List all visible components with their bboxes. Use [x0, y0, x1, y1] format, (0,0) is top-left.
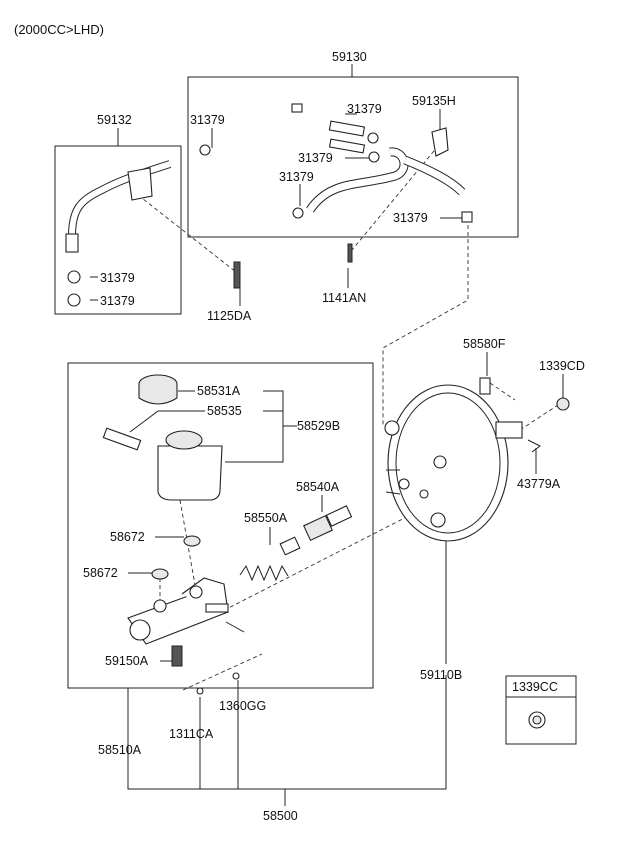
- check-valve-body-2: [328, 138, 366, 154]
- label-58529B: 58529B: [297, 419, 340, 433]
- reservoir-tank: [157, 445, 223, 501]
- grommet-a: [183, 535, 201, 547]
- clamp-lower: [292, 207, 304, 219]
- hose-bracket-59135H: [431, 127, 449, 157]
- grommet-b: [151, 568, 169, 580]
- clamp-31379g: [67, 293, 81, 307]
- level-sensor: [102, 427, 142, 451]
- dash-58580F: [489, 382, 516, 401]
- label-1339CC: 1339CC: [512, 680, 558, 694]
- clamp-right: [461, 211, 473, 223]
- label-58672-b: 58672: [83, 566, 118, 580]
- label-1141AN: 1141AN: [322, 291, 366, 305]
- label-31379-f: 31379: [100, 271, 135, 285]
- leader-58535: [129, 410, 205, 433]
- label-58540A: 58540A: [296, 480, 340, 494]
- label-59110B: 59110B: [420, 668, 462, 682]
- dash-1141AN: [351, 139, 444, 251]
- master-cylinder-box: [67, 362, 374, 689]
- label-59130: 59130: [332, 50, 367, 64]
- leader-58529B-bracket: [225, 390, 284, 463]
- dash-bolts: [182, 653, 263, 691]
- label-59135H: 59135H: [412, 94, 456, 108]
- bolt-cylinder: [225, 621, 245, 633]
- label-58580F: 58580F: [463, 337, 506, 351]
- dash-cyl-booster: [204, 504, 431, 621]
- hose-clamp-mid: [367, 132, 379, 144]
- dash-1125DA: [137, 194, 237, 273]
- label-31379-d: 31379: [279, 170, 314, 184]
- clamp-31379f: [67, 270, 81, 284]
- label-43779A: 43779A: [517, 477, 561, 491]
- pin-43779A: [527, 439, 541, 453]
- vacuum-bracket: [127, 167, 153, 201]
- label-1360GG: 1360GG: [219, 699, 266, 713]
- reservoir-cap-body: [138, 384, 178, 405]
- reservoir-neck: [165, 430, 203, 450]
- label-58672-a: 58672: [110, 530, 145, 544]
- nut-box-1339CC: [505, 675, 577, 745]
- label-31379-a: 31379: [190, 113, 225, 127]
- dash-1339CD: [519, 404, 559, 431]
- brake-booster: [384, 384, 523, 542]
- clevis-pin-58580F: [479, 377, 491, 395]
- dash-hose-to-booster: [382, 225, 469, 425]
- seal-58540A: [303, 505, 353, 542]
- label-59150A: 59150A: [105, 654, 149, 668]
- check-valve-body: [328, 120, 366, 137]
- vacuum-hose-end: [65, 233, 79, 253]
- leader-58500-bracket: [127, 675, 447, 790]
- bolt-1125DA: [233, 261, 241, 289]
- washer-1311CA: [196, 687, 204, 695]
- master-cylinder: [127, 577, 229, 645]
- label-59132: 59132: [97, 113, 132, 127]
- hose-clamp-mid2: [368, 151, 380, 163]
- variant-title: (2000CC>LHD): [14, 22, 104, 37]
- label-58535: 58535: [207, 404, 242, 418]
- label-1311CA: 1311CA: [169, 727, 214, 741]
- spring-seat: [279, 536, 301, 556]
- label-1125DA: 1125DA: [207, 309, 252, 323]
- label-58531A: 58531A: [197, 384, 241, 398]
- clip-1339CD: [556, 397, 570, 411]
- label-31379-g: 31379: [100, 294, 135, 308]
- label-58500: 58500: [263, 809, 298, 823]
- label-31379-b: 31379: [347, 102, 382, 116]
- clamp-left: [199, 144, 211, 156]
- label-58550A: 58550A: [244, 511, 288, 525]
- label-1339CD: 1339CD: [539, 359, 585, 373]
- bolt-1141AN: [347, 243, 353, 263]
- hose-clamp-top: [291, 103, 303, 113]
- nut-1360GG: [232, 672, 240, 680]
- hose-group-box: [187, 76, 519, 238]
- return-spring-58550A: [239, 564, 289, 582]
- label-31379-e: 31379: [393, 211, 428, 225]
- nut-1339CC-hole: [532, 715, 542, 725]
- fitting-59150A: [171, 645, 183, 667]
- label-31379-c: 31379: [298, 151, 333, 165]
- label-58510A: 58510A: [98, 743, 142, 757]
